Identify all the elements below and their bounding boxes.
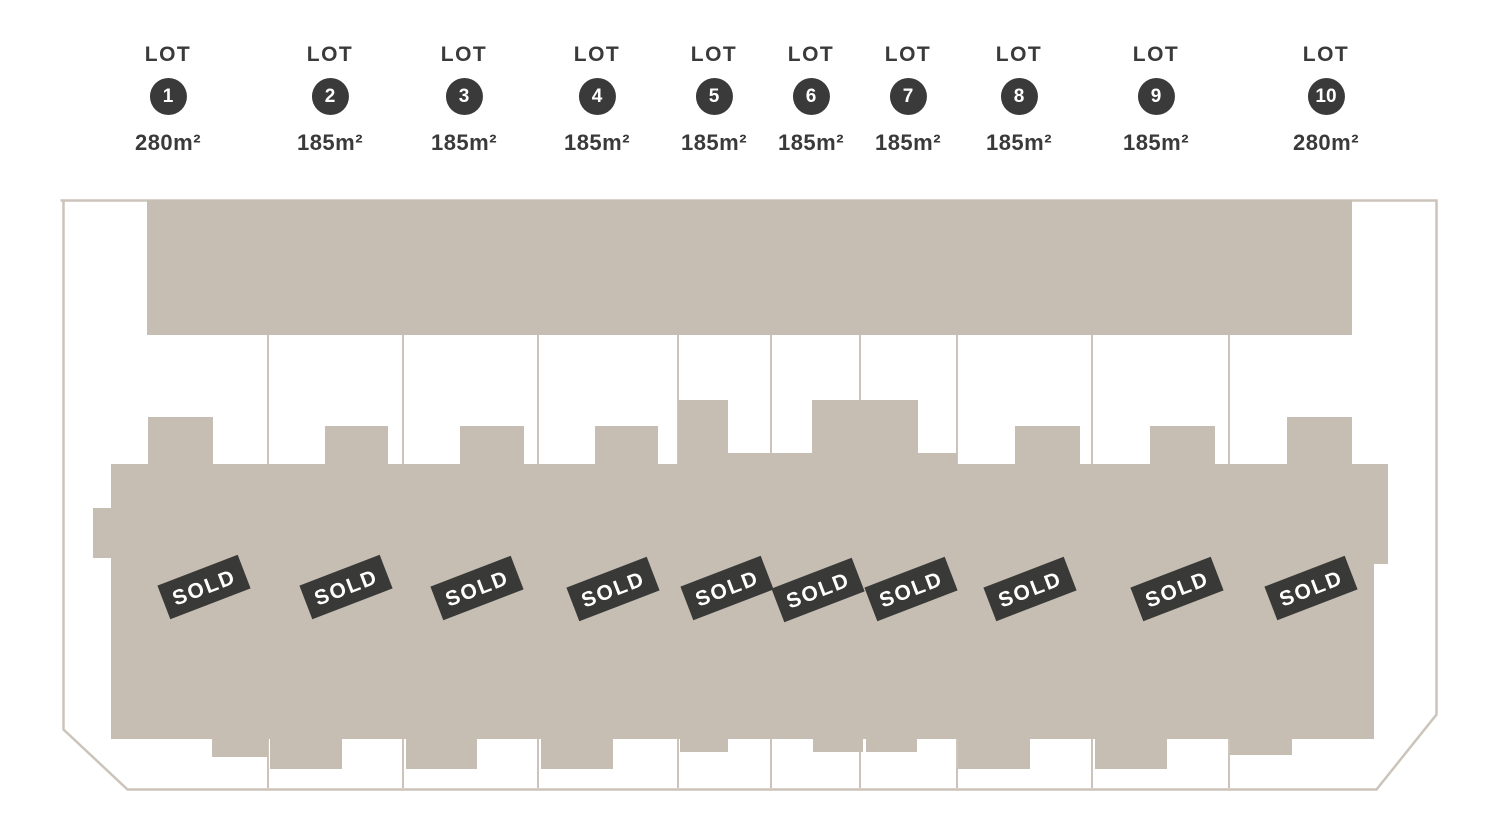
- lot-header-3: LOT 3 185m²: [431, 44, 497, 156]
- sold-badge-background: [299, 554, 393, 620]
- lot-number-badge: 5: [695, 78, 733, 115]
- lot-area: 280m²: [134, 130, 202, 155]
- sold-badge-background: [566, 556, 660, 622]
- lot-label: LOT: [1132, 43, 1180, 66]
- lot-label: LOT: [306, 43, 354, 66]
- lot-label: LOT: [1302, 43, 1350, 66]
- lot-area: 185m²: [680, 130, 748, 155]
- lot-area: 185m²: [1122, 130, 1190, 155]
- lot-label: LOT: [440, 43, 488, 66]
- lot-header-1: LOT 1 280m²: [135, 44, 201, 156]
- sold-badge-background: [680, 555, 774, 621]
- lot-header-5: LOT 5 185m²: [681, 44, 747, 156]
- lot-number-badge: 9: [1137, 78, 1175, 115]
- sold-badge-background: [1130, 556, 1224, 622]
- lot-header-2: LOT 2 185m²: [297, 44, 363, 156]
- lot-area: 185m²: [296, 130, 364, 155]
- lot-label: LOT: [144, 43, 192, 66]
- lot-label: LOT: [787, 43, 835, 66]
- lot-header-4: LOT 4 185m²: [564, 44, 630, 156]
- lot-label: LOT: [690, 43, 738, 66]
- lot-number-badge: 6: [792, 78, 830, 115]
- lot-header-6: LOT 6 185m²: [778, 44, 844, 156]
- lot-area: 280m²: [1292, 130, 1360, 155]
- lot-header-10: LOT 10 280m²: [1293, 44, 1359, 156]
- lot-number-badge: 1: [149, 78, 187, 115]
- lot-number-badge: 8: [1000, 78, 1038, 115]
- lot-header-9: LOT 9 185m²: [1123, 44, 1189, 156]
- sold-badge-background: [1264, 555, 1358, 621]
- lot-number-badge: 7: [889, 78, 927, 115]
- lot-number-badge: 2: [311, 78, 349, 115]
- sold-badge-background: [771, 557, 865, 623]
- top-building-block: [147, 200, 1352, 335]
- sold-badge-background: [157, 554, 251, 620]
- lot-label: LOT: [573, 43, 621, 66]
- lot-number-badge: 3: [445, 78, 483, 115]
- plan-boundary: [60, 199, 1438, 791]
- lot-number-badge: 10: [1307, 78, 1345, 115]
- lot-label: LOT: [884, 43, 932, 66]
- sold-badge-background: [983, 556, 1077, 622]
- lot-label: LOT: [995, 43, 1043, 66]
- lot-area: 185m²: [985, 130, 1053, 155]
- sold-badge-background: [864, 556, 958, 622]
- lot-area: 185m²: [430, 130, 498, 155]
- lot-area: 185m²: [874, 130, 942, 155]
- sold-badge-background: [430, 555, 524, 621]
- lot-number-badge: 4: [578, 78, 616, 115]
- lot-area: 185m²: [563, 130, 631, 155]
- lot-area: 185m²: [777, 130, 845, 155]
- lot-header-7: LOT 7 185m²: [875, 44, 941, 156]
- lot-header-8: LOT 8 185m²: [986, 44, 1052, 156]
